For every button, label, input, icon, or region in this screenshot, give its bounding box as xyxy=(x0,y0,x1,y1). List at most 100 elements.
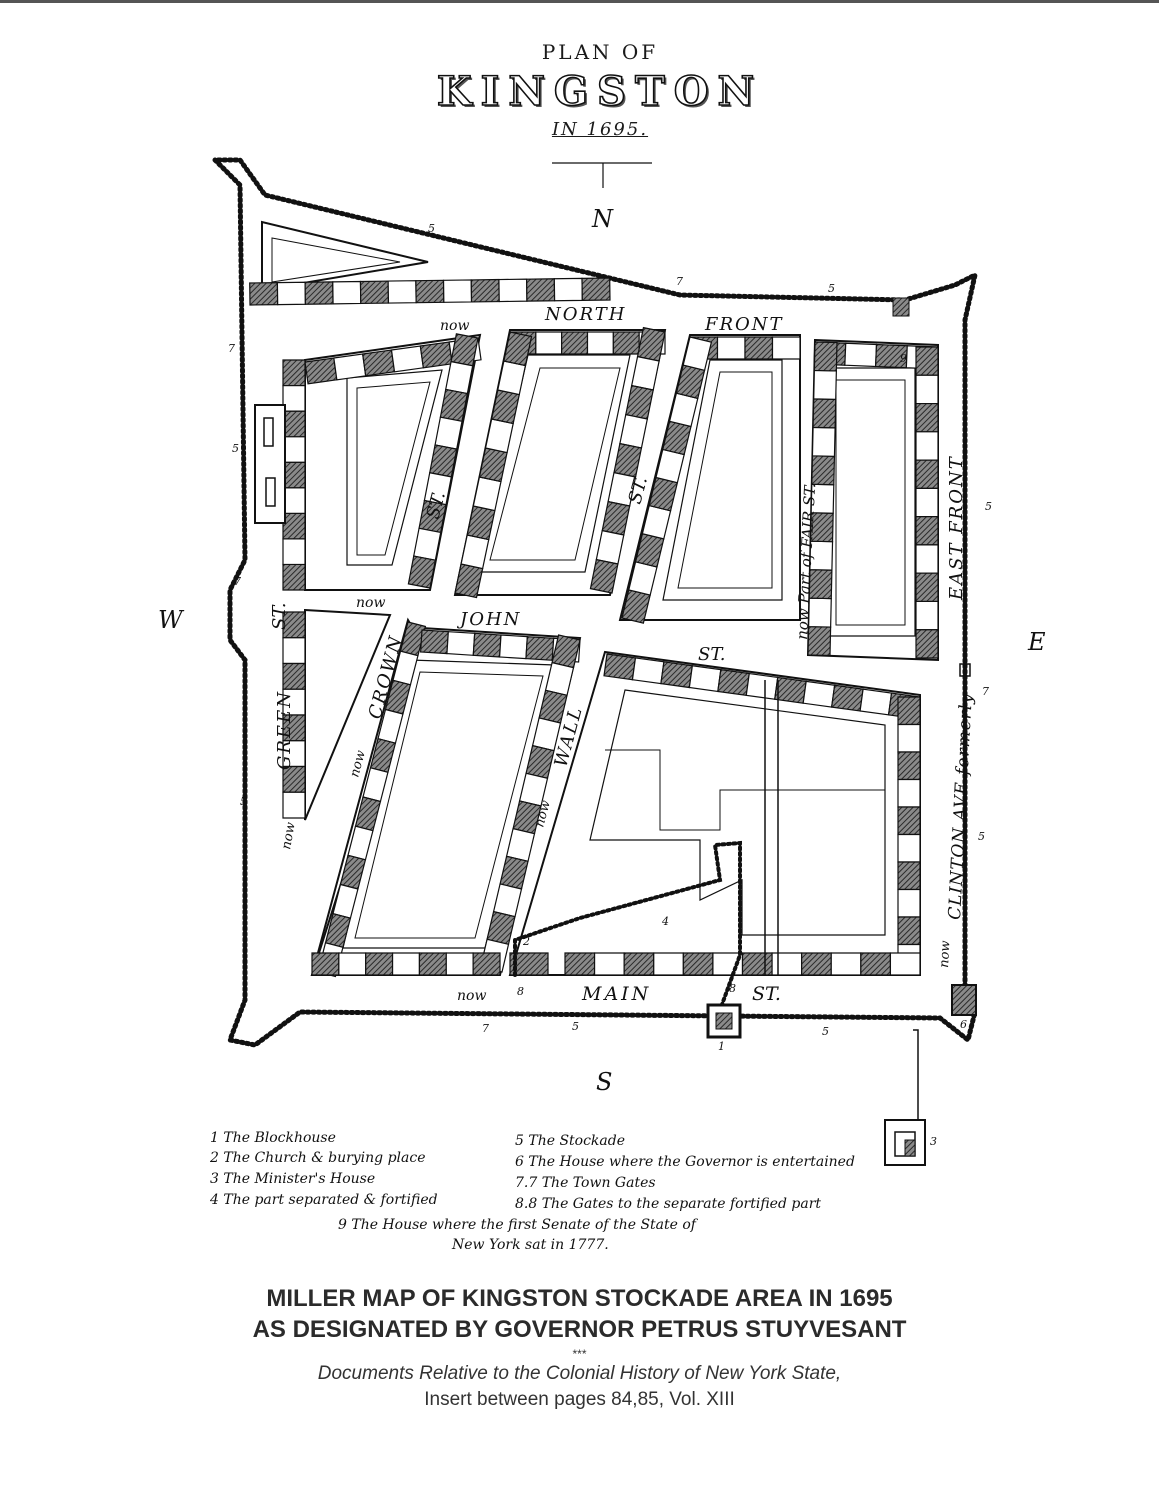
building-lot xyxy=(813,369,837,401)
caption-stars: *** xyxy=(572,1347,587,1361)
building-lot xyxy=(525,636,555,661)
building-lot xyxy=(499,855,529,890)
building-lot xyxy=(897,723,921,753)
building-lot xyxy=(771,952,803,976)
building-lot xyxy=(282,384,306,412)
building-lot xyxy=(359,280,390,305)
num-3: 3 xyxy=(930,1135,937,1148)
map-title: PLAN OF KINGSTON IN 1695. xyxy=(400,40,800,140)
building-lot xyxy=(915,402,939,433)
building-lot xyxy=(564,952,596,976)
building-lot xyxy=(407,555,437,589)
street-clinton: CLINTON AVE formerly xyxy=(945,693,977,921)
building-lot xyxy=(619,413,649,449)
num-1: 1 xyxy=(718,1040,725,1053)
building-lot xyxy=(282,791,306,819)
building-lot xyxy=(472,632,502,658)
building-lot xyxy=(802,680,836,708)
building-lot xyxy=(771,336,801,360)
street-now-green: now xyxy=(279,821,299,851)
building-lot xyxy=(915,600,939,631)
num-5-rightlow: 5 xyxy=(978,830,985,843)
building-lot xyxy=(445,360,474,395)
building-lot xyxy=(304,281,334,305)
building-lot xyxy=(498,278,528,303)
building-lot xyxy=(774,676,807,704)
building-lot xyxy=(625,384,654,420)
num-5-topright: 5 xyxy=(828,282,835,295)
building-lot xyxy=(915,346,939,376)
building-lot xyxy=(365,952,394,976)
building-lot xyxy=(361,349,396,377)
street-north: NORTH xyxy=(544,304,626,325)
building-lot xyxy=(897,778,921,808)
num-7-westgate: 7 xyxy=(234,575,241,588)
building-lot xyxy=(859,688,893,716)
building-lot xyxy=(586,331,614,355)
building-lot xyxy=(612,331,640,355)
legend-item-7: 7.7 The Town Gates xyxy=(515,1175,656,1191)
building-lot xyxy=(442,279,473,303)
top-border-line xyxy=(0,0,1159,3)
title-plan-of: PLAN OF xyxy=(541,40,659,64)
building-lot xyxy=(418,952,447,976)
building-lot xyxy=(503,331,533,367)
street-green-upper: ST. xyxy=(269,603,290,630)
building-lot xyxy=(544,661,575,697)
building-lot xyxy=(812,398,837,429)
building-lot xyxy=(811,455,836,486)
compass-east: E xyxy=(1027,628,1046,656)
building-lot xyxy=(741,952,773,976)
block-north-east xyxy=(618,334,801,621)
building-lot xyxy=(915,629,939,659)
building-lot xyxy=(613,442,643,478)
building-lot xyxy=(915,431,939,461)
building-lot xyxy=(387,280,417,304)
building-lot xyxy=(526,278,556,302)
num-7-east: 7 xyxy=(982,685,989,698)
building-lot xyxy=(716,336,746,360)
street-now-main: now xyxy=(457,988,486,1004)
building-lot xyxy=(801,952,832,976)
street-now-north: now xyxy=(440,318,469,334)
caption-title-line1: MILLER MAP OF KINGSTON STOCKADE AREA IN … xyxy=(266,1285,893,1312)
building-lot xyxy=(603,653,637,681)
building-lot xyxy=(601,500,631,536)
building-lot xyxy=(897,833,921,863)
building-lot xyxy=(466,505,496,541)
building-lot xyxy=(472,952,501,976)
path-to-ministers-house xyxy=(913,1029,926,1126)
building-lot xyxy=(249,282,279,306)
building-lot xyxy=(897,751,921,781)
building-lot xyxy=(897,861,921,891)
building-lot xyxy=(915,544,939,574)
building-lot xyxy=(897,888,921,918)
building-lot xyxy=(830,684,864,712)
west-outbuilding xyxy=(254,404,286,524)
building-lot xyxy=(813,341,838,372)
building-lot xyxy=(897,696,921,726)
building-lot xyxy=(276,281,306,306)
building-lot xyxy=(860,952,892,976)
street-main-st: ST. xyxy=(752,983,781,1005)
street-front: FRONT xyxy=(704,314,784,335)
building-lot xyxy=(282,637,306,665)
street-now-crown: now xyxy=(347,749,369,779)
building-lot xyxy=(744,336,774,360)
building-lot xyxy=(623,952,655,976)
building-lot xyxy=(682,952,714,976)
num-7-south: 7 xyxy=(482,1022,489,1035)
building-lot xyxy=(553,277,583,302)
building-lot xyxy=(525,744,555,780)
building-lot xyxy=(505,827,536,863)
num-5-south1: 5 xyxy=(572,1020,579,1033)
street-john: JOHN xyxy=(456,609,521,630)
building-lot xyxy=(915,487,939,518)
building-lot xyxy=(282,410,306,438)
num-4: 4 xyxy=(661,915,669,928)
street-green: GREEN xyxy=(274,690,295,770)
legend-item-6: 6 The House where the Governor is entert… xyxy=(515,1154,855,1170)
building-lot xyxy=(439,388,469,423)
building-lot xyxy=(446,631,476,656)
